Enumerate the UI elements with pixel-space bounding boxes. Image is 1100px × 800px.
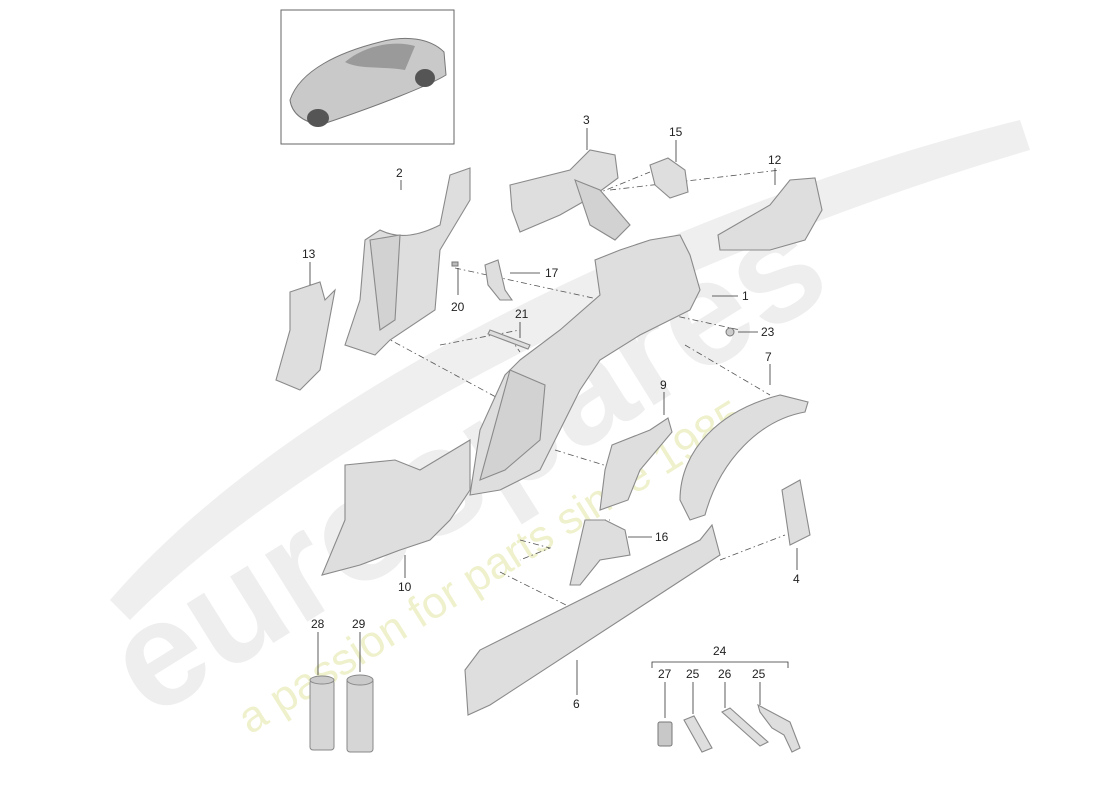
part-14-bracket: [649, 157, 689, 199]
callout-10: 10: [398, 580, 412, 594]
callout-13: 13: [302, 247, 316, 261]
part-6-plate: [781, 479, 811, 546]
callout-24: 25: [686, 667, 700, 681]
callout-3: 3: [583, 113, 590, 127]
callout-12: 12: [768, 153, 782, 167]
part-20-rod: [487, 329, 531, 350]
part-28-can: [309, 675, 335, 751]
part-21-clip: [725, 327, 735, 337]
callout-29: 29: [352, 617, 366, 631]
part-13-panel: [275, 281, 336, 391]
callout-21: 23: [761, 325, 775, 339]
callout-28: 28: [311, 617, 325, 631]
callout-25: 25: [752, 667, 766, 681]
callout-2: 2: [396, 166, 403, 180]
part-25-gun: [757, 703, 801, 753]
callout-20: 21: [515, 307, 529, 321]
part-10-panel: [321, 439, 471, 576]
part-23-kit-bracket: [651, 661, 789, 668]
part-12-rail: [717, 177, 823, 251]
part-2-pillar: [344, 167, 471, 356]
part-15-bracket: [569, 519, 631, 586]
part-26-cartridge: [721, 707, 769, 747]
callout-17: 20: [451, 300, 465, 314]
callout-6: 4: [793, 572, 800, 586]
part-4-sill: [464, 523, 721, 716]
callout-4: 6: [573, 697, 580, 711]
callout-26: 26: [718, 667, 732, 681]
callout-23: 24: [713, 644, 727, 658]
part-29-can: [346, 674, 374, 753]
callout-9: 9: [660, 378, 667, 392]
callout-27: 27: [658, 667, 672, 681]
callout-14: 15: [669, 125, 683, 139]
part-9-bracket: [599, 417, 673, 511]
callout-labels: 2 3 15 12 13 17 20 1 21 23 7 9 16 10 4 6…: [302, 113, 800, 711]
car-thumbnail: [280, 9, 455, 145]
callout-7: 7: [765, 350, 772, 364]
callout-16: 17: [545, 266, 559, 280]
callout-1: 1: [742, 289, 749, 303]
car-thumbnail-icon: [289, 37, 447, 127]
part-1-side-panel: [469, 234, 701, 496]
callout-15: 16: [655, 530, 669, 544]
leader-lines: [309, 128, 798, 718]
part-3-rail: [509, 149, 631, 241]
part-17-pin: [451, 261, 459, 267]
part-16-bracket: [484, 259, 514, 301]
part-7-wheel-arch: [679, 394, 809, 521]
part-24-tube: [683, 715, 713, 753]
part-27-nozzle: [657, 721, 673, 747]
